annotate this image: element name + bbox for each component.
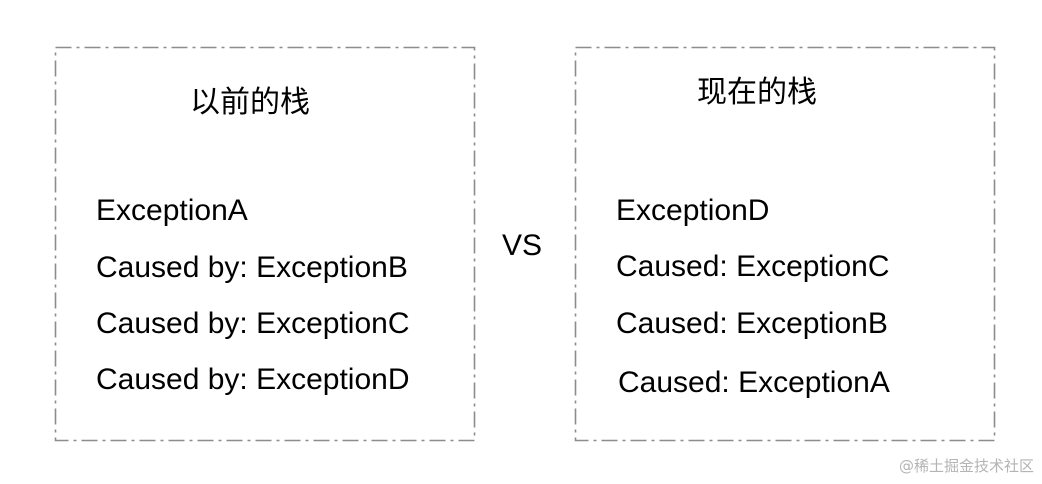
- vs-label: VS: [502, 229, 543, 262]
- watermark-text: @稀土掘金技术社区: [898, 457, 1034, 475]
- right-stack-line: Caused: ExceptionC: [616, 250, 890, 283]
- right-panel-border: [574, 46, 996, 442]
- right-stack-line: Caused: ExceptionB: [616, 307, 888, 340]
- right-panel-title: 现在的栈: [697, 75, 817, 110]
- right-stack-line: ExceptionD: [616, 194, 770, 227]
- right-stack-line: Caused: ExceptionA: [618, 366, 890, 399]
- left-stack-line: Caused by: ExceptionC: [96, 307, 410, 340]
- left-stack-line: Caused by: ExceptionD: [96, 363, 410, 396]
- left-stack-line: ExceptionA: [96, 194, 248, 227]
- left-stack-line: Caused by: ExceptionB: [96, 251, 408, 284]
- left-panel-title: 以前的栈: [190, 85, 310, 120]
- left-panel-border: [54, 46, 476, 442]
